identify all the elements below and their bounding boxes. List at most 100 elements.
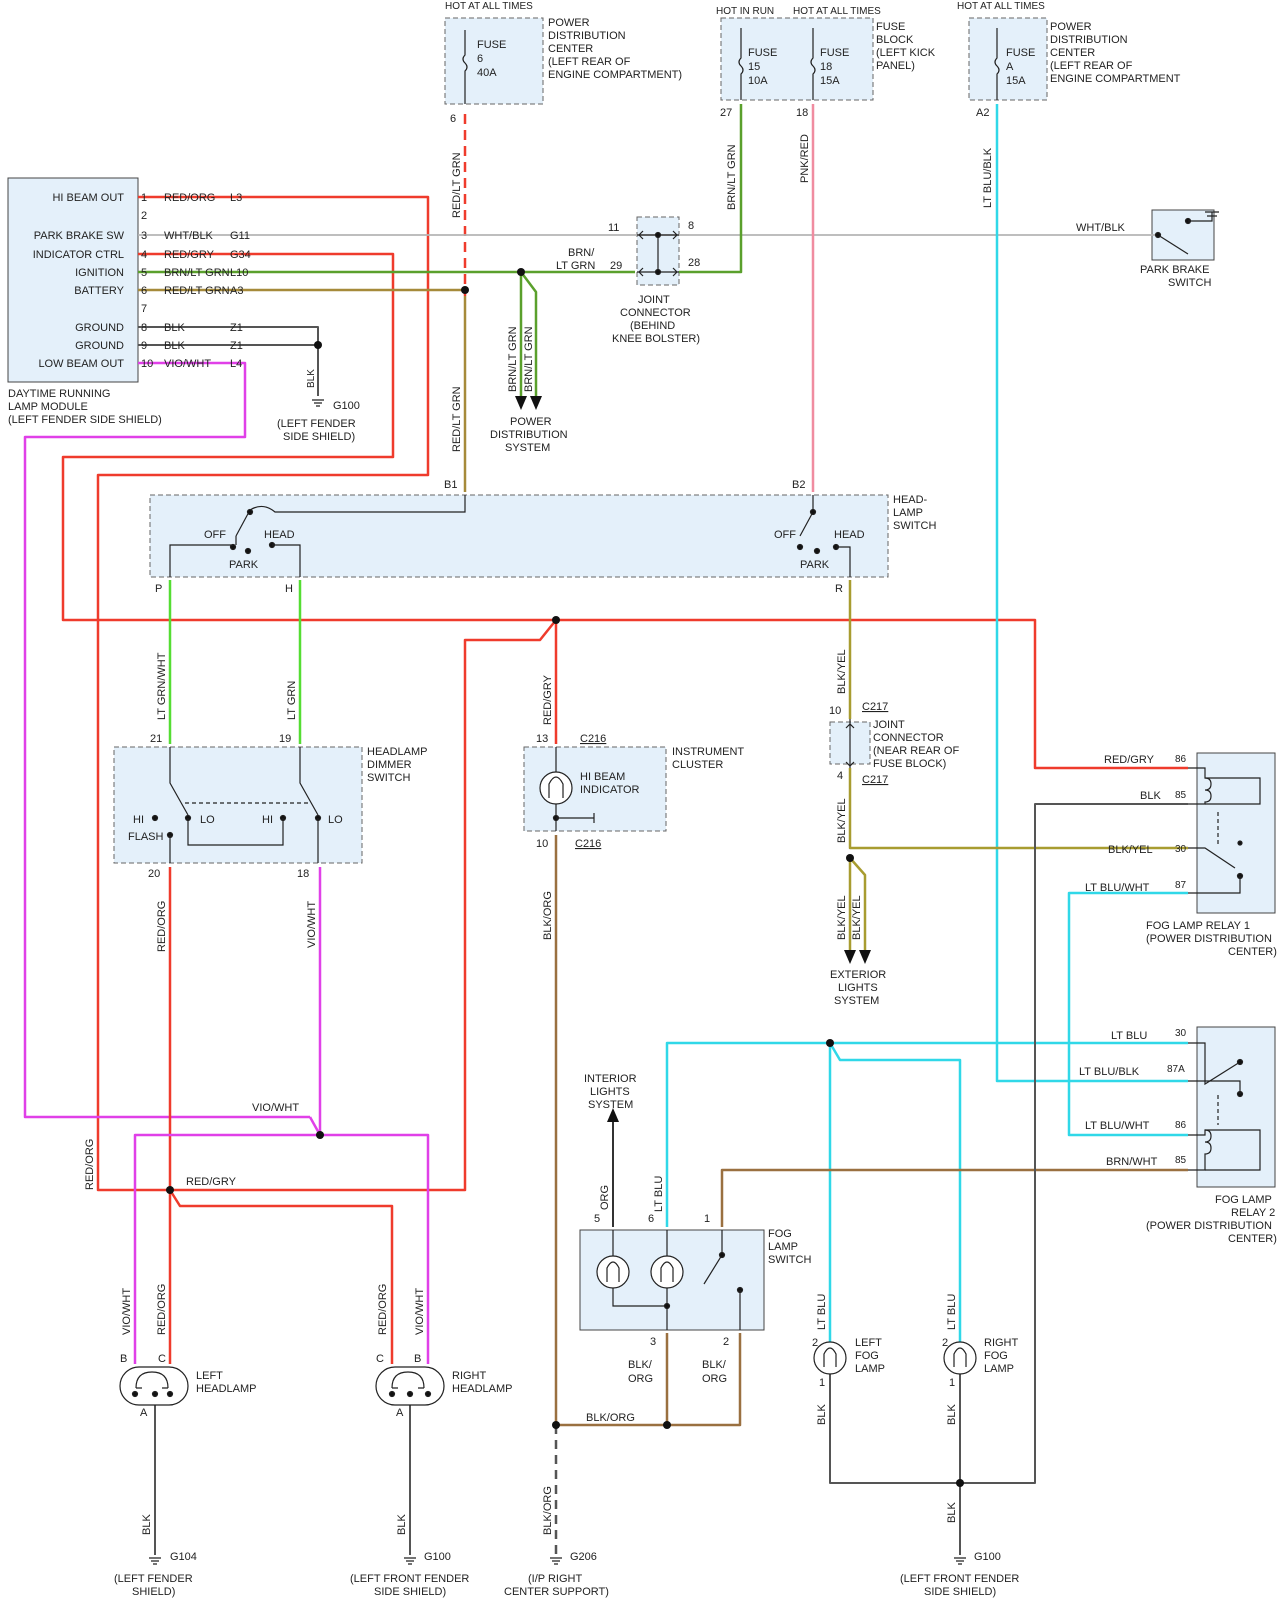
svg-text:85: 85 xyxy=(1175,1155,1187,1166)
svg-text:LIGHTS: LIGHTS xyxy=(838,982,878,994)
c217-connector: C217 10 4 C217 JOINT CONNECTOR (NEAR REA… xyxy=(829,701,959,786)
svg-text:LT BLU/WHT: LT BLU/WHT xyxy=(1085,882,1150,894)
svg-text:A: A xyxy=(140,1407,148,1419)
svg-text:20: 20 xyxy=(148,868,160,880)
svg-text:B: B xyxy=(120,1353,127,1365)
svg-text:(LEFT REAR OF: (LEFT REAR OF xyxy=(1050,60,1133,72)
right-fog-lamp-icon xyxy=(943,1341,977,1375)
arrow-pds-2 xyxy=(530,396,542,410)
svg-text:LT BLU/WHT: LT BLU/WHT xyxy=(1085,1120,1150,1132)
svg-text:FUSE: FUSE xyxy=(1006,47,1035,59)
drl-pin-wire: RED/LT GRN xyxy=(164,285,230,297)
svg-text:BLK/: BLK/ xyxy=(702,1359,727,1371)
splice-dots xyxy=(166,268,964,1487)
svg-text:21: 21 xyxy=(150,733,162,745)
drl-pin-number: 5 xyxy=(141,267,147,279)
svg-text:H: H xyxy=(285,583,293,595)
arrow-ext-2 xyxy=(859,950,871,964)
svg-text:30: 30 xyxy=(1175,844,1187,855)
svg-text:BLK/YEL: BLK/YEL xyxy=(836,895,848,940)
svg-text:FUSE: FUSE xyxy=(748,47,777,59)
svg-text:15: 15 xyxy=(748,61,760,73)
svg-text:(LEFT FENDER: (LEFT FENDER xyxy=(114,1573,193,1585)
drl-pin-code: A3 xyxy=(230,285,243,297)
dimmer-switch-box xyxy=(113,746,363,864)
ground-g100-rf: G100 (LEFT FRONT FENDER SIDE SHIELD) xyxy=(900,1551,1019,1598)
svg-text:FOG LAMP: FOG LAMP xyxy=(1215,1194,1272,1206)
svg-text:87: 87 xyxy=(1175,880,1187,891)
svg-text:BLK: BLK xyxy=(396,1514,408,1535)
svg-text:3: 3 xyxy=(650,1336,656,1348)
svg-text:KNEE BOLSTER): KNEE BOLSTER) xyxy=(612,333,700,345)
svg-text:15A: 15A xyxy=(820,75,840,87)
wire-vio-wht-lh xyxy=(133,1116,322,1364)
svg-text:LT GRN: LT GRN xyxy=(286,681,298,720)
wire-brn-lt-grn-pds2 xyxy=(520,271,538,396)
svg-text:ORG: ORG xyxy=(702,1373,727,1385)
svg-text:BLK/ORG: BLK/ORG xyxy=(542,1486,554,1535)
fog-relay1-internals xyxy=(1188,767,1261,894)
svg-text:86: 86 xyxy=(1175,1120,1187,1131)
svg-text:BRN/LT GRN: BRN/LT GRN xyxy=(507,326,519,392)
svg-text:SYSTEM: SYSTEM xyxy=(834,995,879,1007)
svg-text:BLK/YEL: BLK/YEL xyxy=(851,895,863,940)
svg-text:FOG: FOG xyxy=(855,1350,879,1362)
svg-text:C216: C216 xyxy=(575,838,601,850)
fog-relay2-internals xyxy=(1188,1042,1261,1171)
svg-text:1: 1 xyxy=(949,1377,955,1389)
wire-red-gry-g34 xyxy=(61,252,1188,770)
svg-text:RED/LT GRN: RED/LT GRN xyxy=(451,152,463,218)
svg-text:LT GRN: LT GRN xyxy=(556,260,595,272)
drl-pin-label: GROUND xyxy=(75,322,124,334)
svg-text:POWER: POWER xyxy=(548,17,590,29)
svg-text:LEFT: LEFT xyxy=(855,1337,882,1349)
svg-text:ORG: ORG xyxy=(599,1185,611,1210)
svg-text:VIO/WHT: VIO/WHT xyxy=(252,1102,299,1114)
drl-pin-wire: VIO/WHT xyxy=(164,358,211,370)
svg-text:JOINT: JOINT xyxy=(638,294,670,306)
wire-labels: RED/LT GRN RED/LT GRN BRN/LT GRN PNK/RED… xyxy=(84,134,1161,1535)
wire-lt-blu-wht xyxy=(1067,891,1188,1137)
wire-blk-z1-8 xyxy=(138,326,319,396)
wire-lt-blu-fogsw xyxy=(665,1041,830,1227)
wire-red-org-l3 xyxy=(96,195,430,1192)
svg-text:RED/GRY: RED/GRY xyxy=(1104,754,1155,766)
left-headlamp-icon xyxy=(119,1366,189,1406)
svg-text:DISTRIBUTION: DISTRIBUTION xyxy=(490,429,568,441)
wire-blk-yel-ext2 xyxy=(849,857,867,950)
fog-switch-internals xyxy=(596,1230,744,1330)
ground-g100-lh: G100 (LEFT FRONT FENDER SIDE SHIELD) xyxy=(350,1551,469,1598)
svg-text:BLK/ORG: BLK/ORG xyxy=(542,891,554,940)
wire-blk-org-fogsw xyxy=(556,1333,742,1427)
drl-pin-code: L3 xyxy=(230,192,242,204)
svg-text:10A: 10A xyxy=(748,75,768,87)
drl-pin-wire: BLK xyxy=(164,340,185,352)
svg-text:PNK/RED: PNK/RED xyxy=(799,134,811,183)
svg-text:HEAD: HEAD xyxy=(264,529,295,541)
svg-text:86: 86 xyxy=(1175,754,1187,765)
svg-text:18: 18 xyxy=(820,61,832,73)
svg-text:A: A xyxy=(396,1407,404,1419)
drl-pin-label: IGNITION xyxy=(75,267,124,279)
svg-text:VIO/WHT: VIO/WHT xyxy=(121,1288,133,1335)
svg-text:30: 30 xyxy=(1175,1028,1187,1039)
svg-text:SIDE SHIELD): SIDE SHIELD) xyxy=(374,1586,446,1598)
drl-pin-wire: RED/GRY xyxy=(164,249,215,261)
power-distribution-system: POWER DISTRIBUTION SYSTEM xyxy=(490,416,568,454)
svg-text:HEAD: HEAD xyxy=(834,529,865,541)
svg-text:BRN/: BRN/ xyxy=(568,247,595,259)
svg-text:BLK: BLK xyxy=(946,1404,958,1425)
svg-text:BLK/YEL: BLK/YEL xyxy=(1108,844,1153,856)
svg-text:LAMP: LAMP xyxy=(855,1363,885,1375)
svg-text:LT BLU: LT BLU xyxy=(816,1294,828,1330)
interior-lights-system: INTERIOR LIGHTS SYSTEM xyxy=(584,1073,637,1111)
exterior-lights-system: EXTERIOR LIGHTS SYSTEM xyxy=(830,969,886,1007)
svg-text:INDICATOR: INDICATOR xyxy=(580,784,640,796)
svg-text:6: 6 xyxy=(477,53,483,65)
svg-text:(POWER DISTRIBUTION: (POWER DISTRIBUTION xyxy=(1146,933,1272,945)
drl-pin-code: Z1 xyxy=(230,322,243,334)
arrow-pds-1 xyxy=(515,396,527,410)
svg-text:(BEHIND: (BEHIND xyxy=(630,320,675,332)
svg-text:C: C xyxy=(376,1353,384,1365)
svg-text:6: 6 xyxy=(648,1213,654,1225)
